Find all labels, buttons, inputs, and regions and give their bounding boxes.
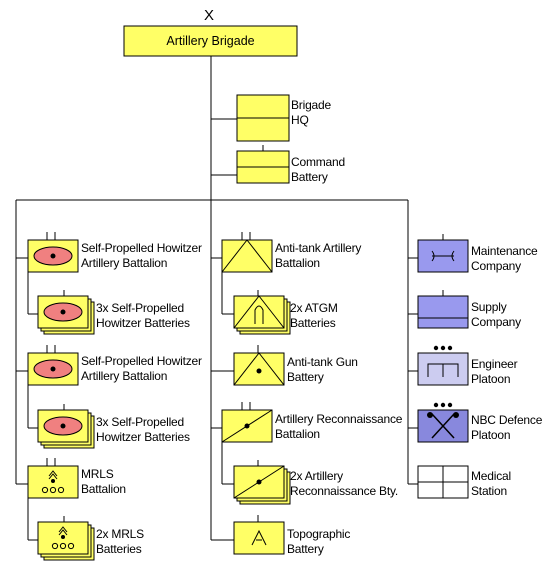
unit-supply-company [417,290,469,329]
unit-brigade-hq [236,94,290,142]
unit-anti-tank-artillery-battalion [221,232,273,273]
brigade-echelon-marker: X [204,7,215,24]
unit-maintenance-company [417,234,469,273]
unit-mrls-battalion [27,458,79,499]
unit-sph-battalion-1 [27,232,79,273]
unit-sph-battalion-2 [27,345,79,386]
unit-atgm-batteries [233,290,291,335]
unit-artillery-brigade [123,25,298,57]
unit-topographic-battery [233,515,285,555]
unit-mrls-batteries [37,516,95,561]
unit-medical-station [417,465,469,499]
unit-artillery-reconnaissance-batteries [233,460,291,505]
unit-artillery-reconnaissance-battalion [221,402,273,443]
unit-nbc-defence-platoon [417,402,469,443]
brigade-title: Artillery Brigade [166,34,255,48]
unit-sph-batteries-2 [37,404,95,449]
unit-sph-batteries-1 [37,290,95,335]
unit-engineer-platoon [417,345,469,386]
unit-anti-tank-gun-battery [233,345,285,386]
unit-command-battery [236,145,290,184]
